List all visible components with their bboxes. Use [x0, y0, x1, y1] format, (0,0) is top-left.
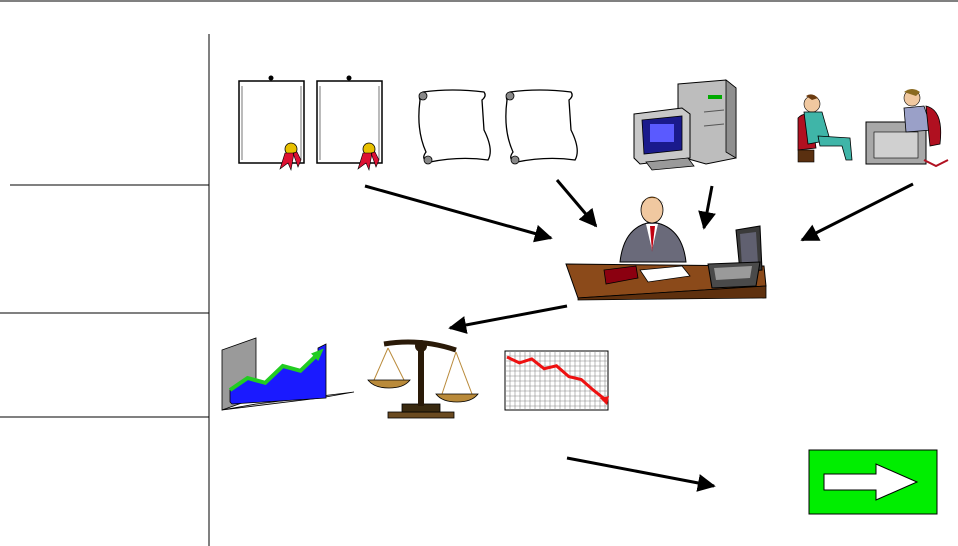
arrow-meeting-to-manager — [800, 182, 914, 242]
certificate-icon — [316, 75, 383, 172]
rising-chart-icon — [221, 337, 355, 411]
arrow-computer-to-manager — [698, 185, 716, 230]
right-arrow-icon — [823, 463, 919, 501]
scroll-icon — [418, 89, 491, 165]
certificate-icon — [238, 75, 305, 172]
decline-chart-arrowhead — [600, 396, 609, 406]
arrow-to-next — [566, 456, 716, 492]
next-button[interactable] — [808, 449, 938, 515]
growth-chart-line — [228, 352, 320, 392]
scroll-icon — [505, 89, 578, 165]
growth-chart-arrowhead — [311, 348, 324, 361]
manager-at-desk-icon — [565, 196, 767, 301]
arrow-manager-to-balance — [448, 304, 568, 334]
decline-chart-line — [506, 355, 607, 402]
balance-scale-icon — [367, 339, 479, 419]
declining-chart-icon — [504, 350, 609, 411]
arrow-certificates-to-manager — [364, 184, 553, 243]
desktop-computer-icon — [633, 79, 737, 171]
arrow-scrolls-to-manager — [555, 179, 598, 228]
interview-meeting-icon — [797, 89, 949, 168]
